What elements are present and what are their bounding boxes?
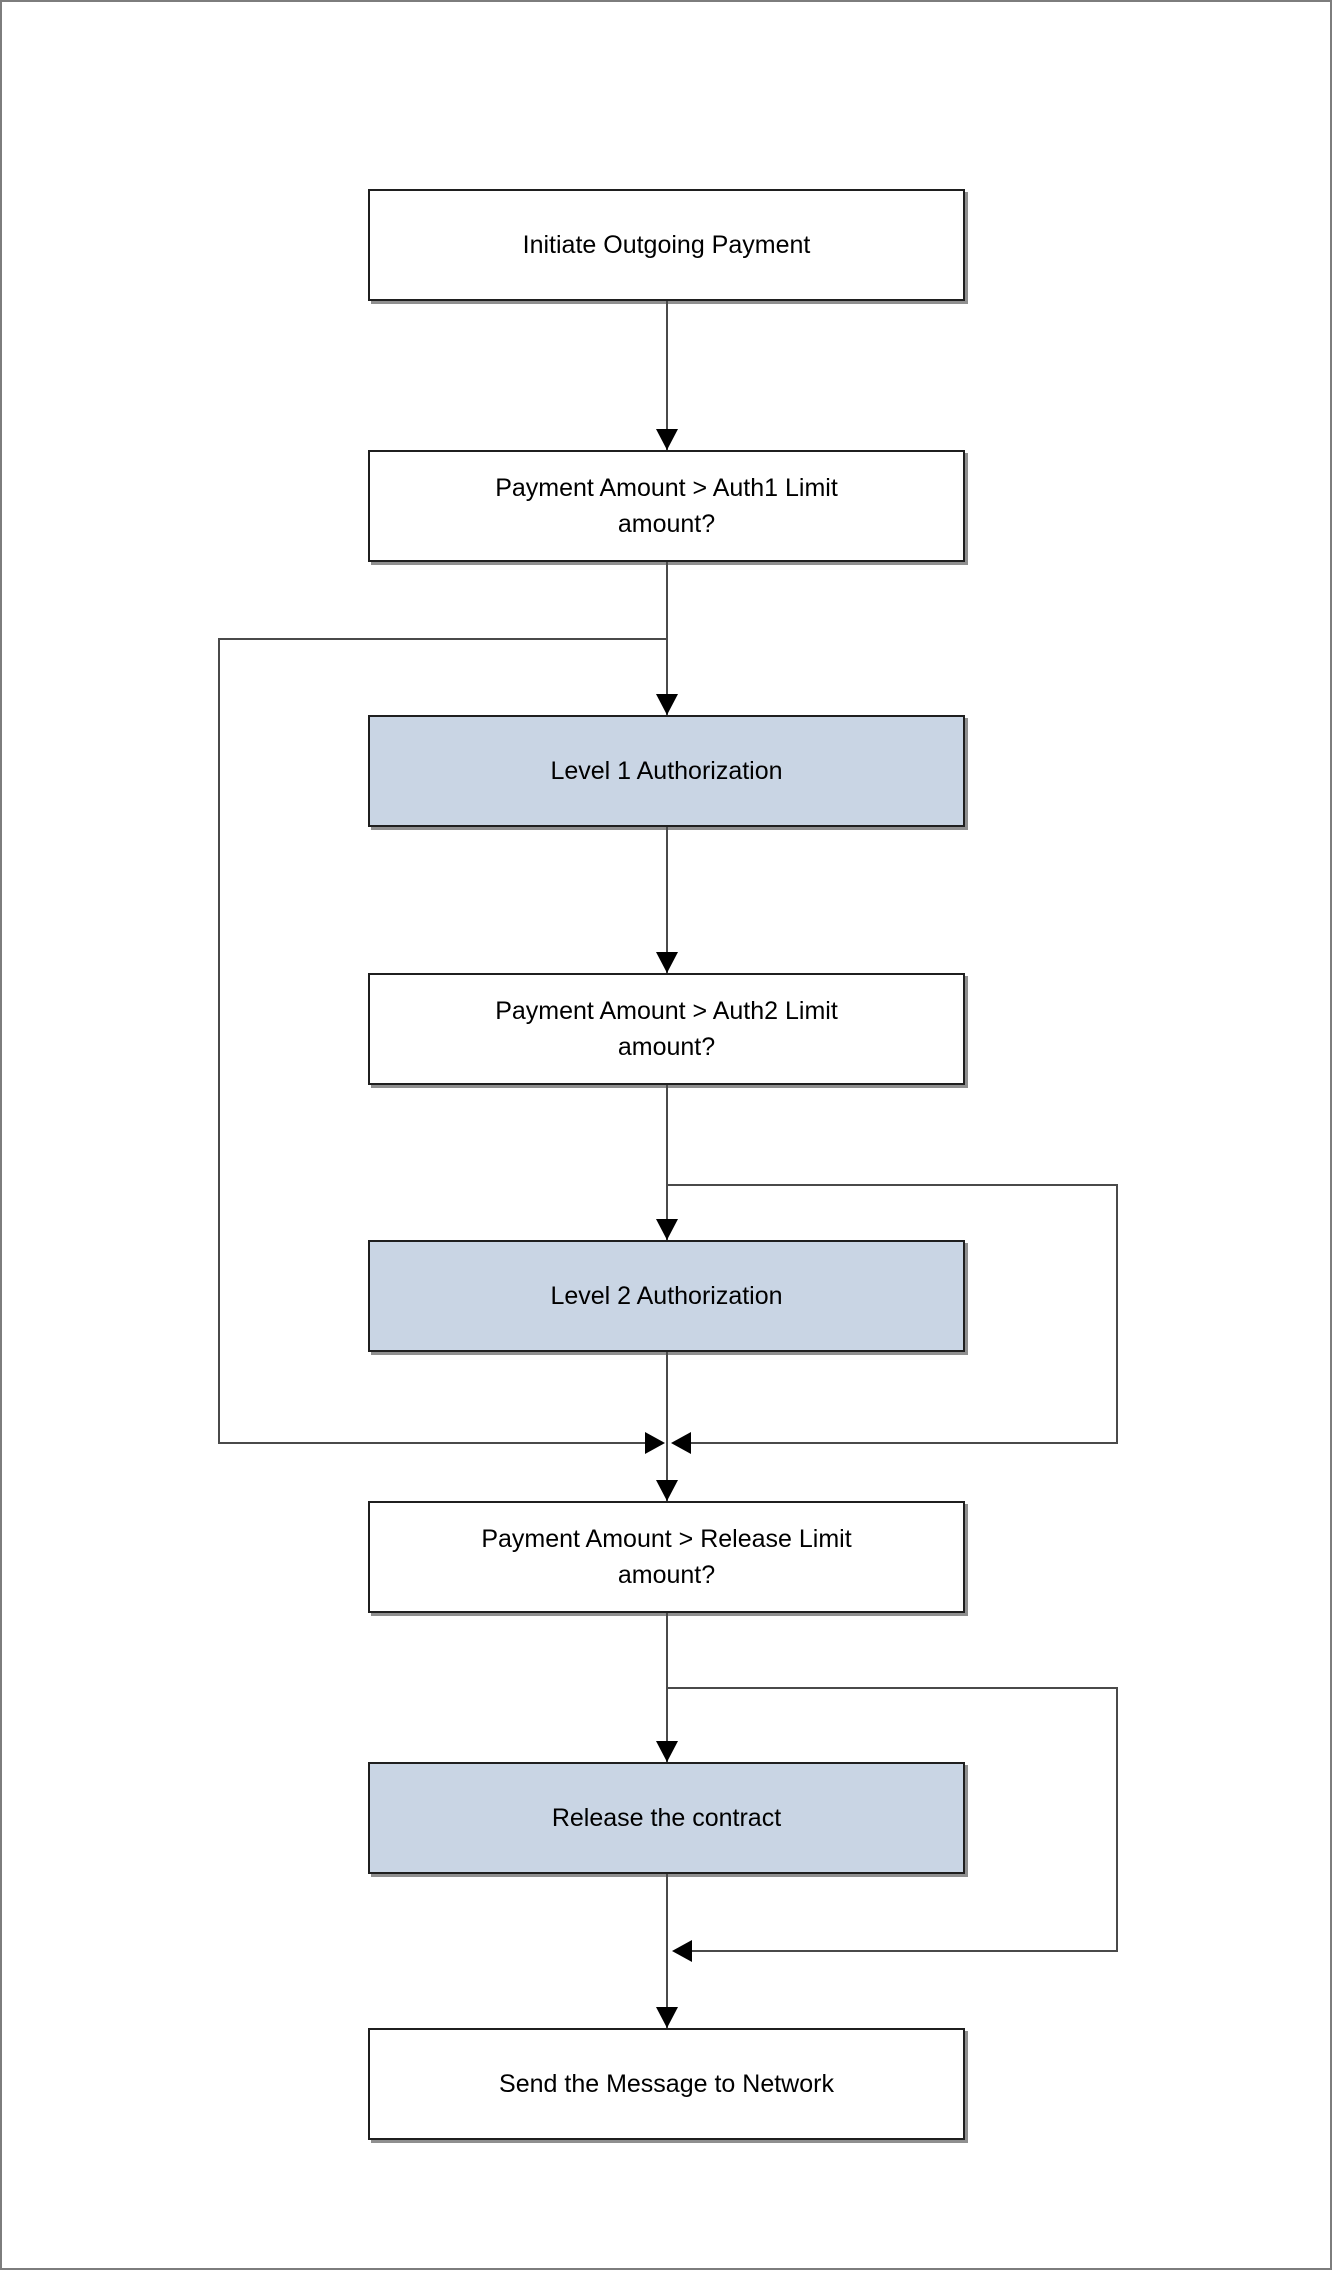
node-release-limit-check: Payment Amount > Release Limit amount? xyxy=(368,1501,965,1613)
node-level-2-authorization: Level 2 Authorization xyxy=(368,1240,965,1352)
arrowhead-down-release xyxy=(656,1741,678,1762)
node-label: Payment Amount > Release Limit amount? xyxy=(481,1524,852,1589)
bypass-right2-vertical-segment xyxy=(1116,1687,1118,1952)
bypass-left-vertical-segment xyxy=(218,638,220,1444)
node-label: Release the contract xyxy=(551,1803,782,1832)
arrowhead-down-release-check xyxy=(656,1480,678,1501)
bypass-left-top-segment xyxy=(218,638,668,640)
node-label: Level 2 Authorization xyxy=(550,1281,783,1310)
arrowhead-down-auth1 xyxy=(656,429,678,450)
arrowhead-left-junction2 xyxy=(672,1940,692,1962)
bypass-right2-top-segment xyxy=(667,1687,1118,1689)
connector-initiate-to-auth1 xyxy=(666,301,668,450)
bypass-right1-bottom-segment xyxy=(689,1442,1116,1444)
node-level-1-authorization: Level 1 Authorization xyxy=(368,715,965,827)
connector-level1-to-auth2 xyxy=(666,827,668,973)
connector-level2-to-release-check xyxy=(666,1352,668,1501)
node-initiate-outgoing-payment: Initiate Outgoing Payment xyxy=(368,189,965,301)
node-send-message-to-network: Send the Message to Network xyxy=(368,2028,965,2140)
node-label: Payment Amount > Auth2 Limit amount? xyxy=(495,996,838,1061)
bypass-right1-vertical-segment xyxy=(1116,1184,1118,1444)
node-label: Send the Message to Network xyxy=(499,2069,834,2098)
node-auth2-limit-check: Payment Amount > Auth2 Limit amount? xyxy=(368,973,965,1085)
connector-release-to-send xyxy=(666,1874,668,2028)
node-label: Payment Amount > Auth1 Limit amount? xyxy=(495,473,838,538)
bypass-right1-top-segment xyxy=(667,1184,1118,1186)
arrowhead-down-level2 xyxy=(656,1219,678,1240)
node-label: Level 1 Authorization xyxy=(550,756,783,785)
bypass-right2-bottom-segment xyxy=(692,1950,1116,1952)
node-release-the-contract: Release the contract xyxy=(368,1762,965,1874)
arrowhead-down-level1 xyxy=(656,694,678,715)
connector-auth2-to-level2 xyxy=(666,1085,668,1240)
node-label: Initiate Outgoing Payment xyxy=(522,230,811,259)
bypass-left-bottom-segment xyxy=(218,1442,645,1444)
arrowhead-down-send xyxy=(656,2007,678,2028)
arrowhead-down-auth2 xyxy=(656,952,678,973)
node-auth1-limit-check: Payment Amount > Auth1 Limit amount? xyxy=(368,450,965,562)
arrowhead-right-junction xyxy=(645,1432,665,1454)
arrowhead-left-junction xyxy=(671,1432,691,1454)
